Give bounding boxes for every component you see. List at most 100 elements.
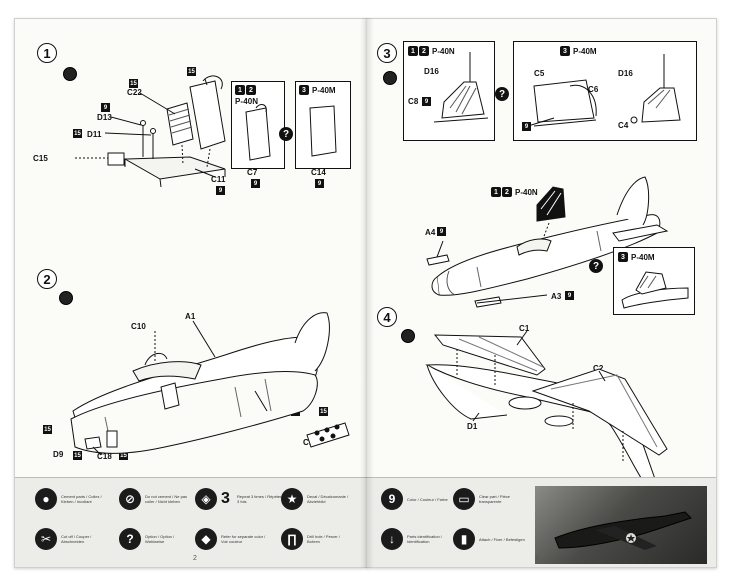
legend-item: ↓ Parts identification / Identification — [381, 528, 453, 550]
paint-tag: 9 — [522, 122, 531, 131]
paint-tag: 15 — [187, 67, 196, 76]
step-number-4: 4 — [377, 307, 397, 327]
part-label-d16: D16 — [424, 67, 439, 76]
clear-part-icon: ▭ — [453, 488, 475, 510]
legend-item: ◆ Refer for separate color / Voir couleu… — [195, 528, 267, 550]
option-box-p40m: 3 P-40M — [295, 81, 351, 169]
paint-tag: 9 — [565, 291, 574, 300]
paint-tag: 9 — [251, 179, 260, 188]
page-number-left: 2 — [193, 555, 197, 562]
part-label-d1: D1 — [467, 422, 478, 431]
option-question-icon: ? — [119, 528, 141, 550]
legend-item: ● Cement parts / Collez / Kleben / Incol… — [35, 488, 107, 510]
part-label-c6: C6 — [588, 85, 599, 94]
parts-id-icon: ↓ — [381, 528, 403, 550]
step-number-1: 1 — [37, 43, 57, 63]
attach-icon: ▮ — [453, 528, 475, 550]
paint-tag: 15 — [319, 407, 328, 416]
glue-drop-icon — [63, 67, 77, 81]
variant-badge-p40m: 3 P-40M — [618, 252, 655, 262]
paint-tag: 15 — [119, 451, 128, 460]
part-label-d9: D9 — [53, 450, 64, 459]
canopy-p40m-drawing — [527, 54, 681, 127]
legend-item: ▮ Attach / Fixer / Befestigen — [453, 528, 525, 550]
legend-item: 9 Color / Couleur / Farbe — [381, 488, 453, 510]
paint-tag: 9 — [422, 97, 431, 106]
legend-bar-left: ● Cement parts / Collez / Kleben / Incol… — [15, 477, 368, 567]
part-label-c8: C8 — [408, 97, 419, 106]
canopy-p40n-drawing — [433, 52, 489, 123]
cut-icon: ✂ — [35, 528, 57, 550]
part-label-c2: C2 — [593, 364, 604, 373]
fuselage-canopy-drawing — [426, 176, 669, 308]
option-question-icon: ? — [589, 259, 603, 273]
armor-plate-c14-drawing — [309, 105, 337, 157]
option-box-p40n: 1 2 P-40N — [231, 81, 285, 169]
legend-item: ◈ 3 Repeat 3 times / Répéter 3 fois — [195, 488, 283, 510]
wing-assembly-drawing — [425, 330, 668, 491]
variant-badge-p40n: 1 2 P-40N — [408, 46, 455, 56]
step-number-3: 3 — [377, 43, 397, 63]
no-cement-icon: ⊘ — [119, 488, 141, 510]
legend-item: ★ Decal / Décalcomanie / Abziehbild — [281, 488, 353, 510]
legend-item: ? Option / Option / Wahlweise — [119, 528, 191, 550]
fuselage-halves-drawing — [70, 312, 350, 456]
glue-drop-icon — [383, 71, 397, 85]
legend-bar-right: 9 Color / Couleur / Farbe ▭ Clear part /… — [367, 477, 716, 567]
part-label-c15: C15 — [33, 154, 48, 163]
variant-badge-p40m: 3 P-40M — [560, 46, 597, 56]
part-label-c10: C10 — [131, 322, 146, 331]
paint-tag: 15 — [73, 451, 82, 460]
option-box-p40m-inset: 3 P-40M — [613, 247, 695, 315]
part-label-d13: D13 — [97, 113, 112, 122]
part-label-c5: C5 — [534, 69, 545, 78]
variant-label-p40n: P-40N — [235, 97, 259, 106]
armor-plate-c7-drawing — [245, 104, 271, 161]
aircraft-photo-silhouette — [554, 511, 692, 550]
part-label-c1: C1 — [519, 324, 530, 333]
part-label-c4: C4 — [618, 121, 629, 130]
part-label-c22: C22 — [127, 88, 142, 97]
paint-tag: 9 — [216, 186, 225, 195]
option-box-p40m-canopy: 3 P-40M C5 C6 D16 C4 9 — [513, 41, 697, 141]
paint-tag: 15 — [129, 79, 138, 88]
part-label-d11: D11 — [87, 130, 102, 139]
part-label-c7: C7 — [247, 168, 258, 177]
part-label-c18: C18 — [97, 452, 112, 461]
glue-drop-icon — [59, 291, 73, 305]
paint-tag: 15 — [43, 425, 52, 434]
part-label-c11: C11 — [211, 175, 226, 184]
drill-hole-icon: ∏ — [281, 528, 303, 550]
repeat-icon: ◈ — [195, 488, 217, 510]
aircraft-photo — [535, 486, 707, 564]
step-number-2: 2 — [37, 269, 57, 289]
glue-drop-icon — [401, 329, 415, 343]
legend-item: ▭ Clear part / Pièce transparente — [453, 488, 525, 510]
part-label-a4: A4 — [425, 228, 436, 237]
decal-star-icon: ★ — [281, 488, 303, 510]
variant-badge-p40n-main: 1 2 P-40N — [491, 187, 538, 197]
legend-item: ✂ Cut off / Couper / Abschneiden — [35, 528, 107, 550]
separate-color-icon: ◆ — [195, 528, 217, 550]
part-label-c14: C14 — [311, 168, 326, 177]
instruction-page-right: 3 1 2 P-40N D16 C8 9 ? 3 P-40M C5 C6 D16… — [367, 18, 717, 568]
cement-icon: ● — [35, 488, 57, 510]
paint-tag: 9 — [437, 227, 446, 236]
instruction-page-left: 1 C22 15 D13 9 D11 15 C15 C11 9 15 — [14, 18, 368, 568]
variant-badge-p40n: 1 2 — [235, 85, 256, 95]
legend-item: ⊘ Do not cement / Ne pas coller / Nicht … — [119, 488, 191, 510]
cockpit-assembly-drawing — [75, 75, 226, 188]
variant-badge-p40m: 3 P-40M — [299, 85, 336, 95]
part-label-a3: A3 — [551, 292, 562, 301]
paint-tag: 9 — [315, 179, 324, 188]
part-label-a1: A1 — [185, 312, 196, 321]
option-question-icon: ? — [495, 87, 509, 101]
page-number-right: 3 — [535, 555, 539, 562]
legend-item: ∏ Drill hole / Percer / Bohren — [281, 528, 353, 550]
option-box-p40n-canopy: 1 2 P-40N D16 C8 9 — [403, 41, 495, 141]
part-label-d16: D16 — [618, 69, 633, 78]
paint-tag: 9 — [101, 103, 110, 112]
paint-tag: 15 — [73, 129, 82, 138]
color-number-icon: 9 — [381, 488, 403, 510]
repeat-count: 3 — [221, 490, 230, 507]
